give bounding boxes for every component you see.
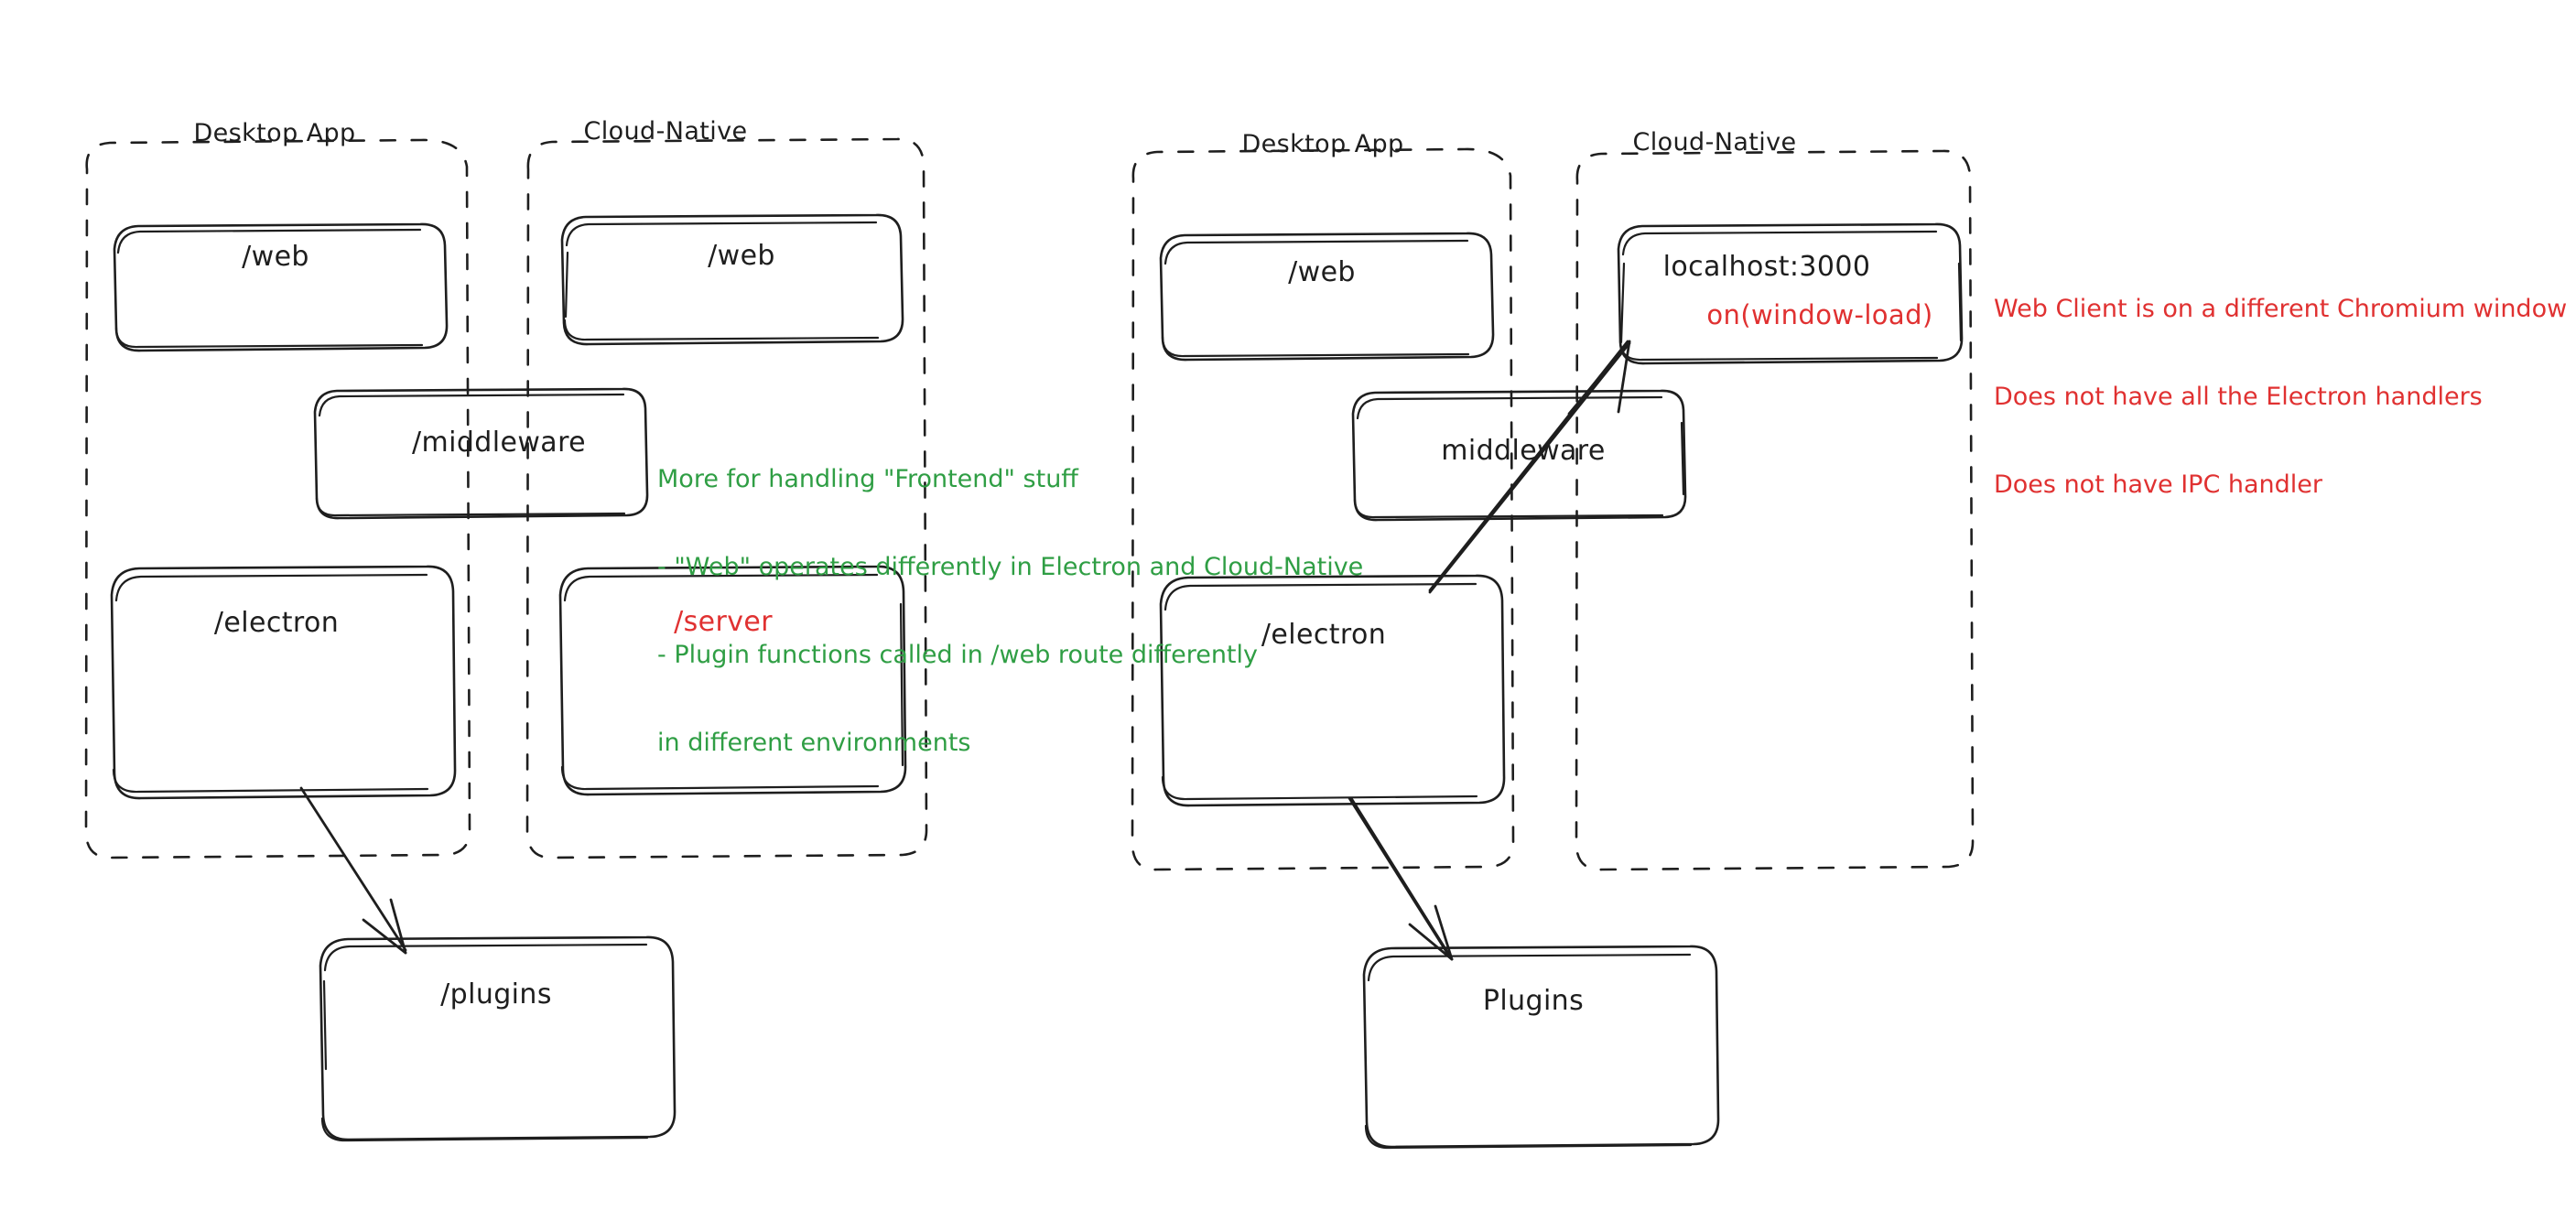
node-electron-left[interactable] [110, 565, 457, 800]
node-electron-right[interactable] [1159, 574, 1506, 807]
node-label-middleware-right: middleware [1441, 435, 1606, 467]
arrow-electron-to-plugins-left [299, 786, 407, 955]
node-label-web-desktop-right: /web [1288, 256, 1356, 288]
node-label-middleware-left: /middleware [412, 427, 586, 459]
group-desktop-app-left [84, 138, 471, 859]
arrow-electron-to-plugins-right [1348, 796, 1454, 961]
node-label-localhost-sub: on(window-load) [1706, 299, 1933, 330]
node-middleware-left[interactable] [313, 387, 649, 520]
annotation-red-line-3: Does not have IPC handler [1994, 470, 2323, 499]
node-label-plugins-right: Plugins [1482, 985, 1585, 1017]
group-cloud-native-right [1575, 149, 1975, 871]
node-label-electron-right: /electron [1261, 619, 1387, 651]
node-label-plugins-left: /plugins [440, 978, 552, 1010]
group-cloud-native-left [525, 137, 928, 859]
annotation-green-line-4: in different environments [657, 729, 971, 757]
annotation-green-line-3: - Plugin functions called in /web route … [657, 641, 1259, 669]
annotation-green-line-1: More for handling "Frontend" stuff [657, 465, 1078, 493]
annotation-red: Web Client is on a different Chromium wi… [1994, 236, 2567, 529]
group-label-cloud-native-left: Cloud-Native [583, 117, 748, 146]
node-web-desktop-left[interactable] [113, 222, 449, 352]
node-plugins-right[interactable] [1362, 945, 1720, 1150]
node-label-electron-left: /electron [213, 607, 340, 639]
node-label-localhost: localhost:3000 [1662, 251, 1871, 283]
node-server-left[interactable] [558, 565, 907, 796]
node-label-server-left: /server [674, 606, 773, 638]
annotation-red-line-1: Web Client is on a different Chromium wi… [1994, 295, 2568, 323]
group-label-desktop-app-right: Desktop App [1241, 130, 1404, 158]
annotation-green-line-2: - "Web" operates differently in Electron… [657, 553, 1364, 581]
group-label-cloud-native-right: Cloud-Native [1632, 128, 1797, 157]
node-web-desktop-right[interactable] [1159, 232, 1495, 362]
annotation-green: More for handling "Frontend" stuff - "We… [657, 406, 1363, 787]
node-middleware-right[interactable] [1351, 389, 1687, 522]
node-plugins-left[interactable] [319, 935, 676, 1142]
arrow-electron-to-localhost [1428, 340, 1631, 594]
node-label-web-desktop-left: /web [242, 241, 309, 273]
node-web-cloud-left[interactable] [560, 213, 904, 346]
group-label-desktop-app-left: Desktop App [193, 119, 356, 147]
group-desktop-app-right [1131, 147, 1515, 871]
node-label-web-cloud-left: /web [708, 240, 775, 272]
annotation-red-line-2: Does not have all the Electron handlers [1994, 383, 2483, 411]
node-localhost-3000[interactable] [1617, 222, 1964, 365]
